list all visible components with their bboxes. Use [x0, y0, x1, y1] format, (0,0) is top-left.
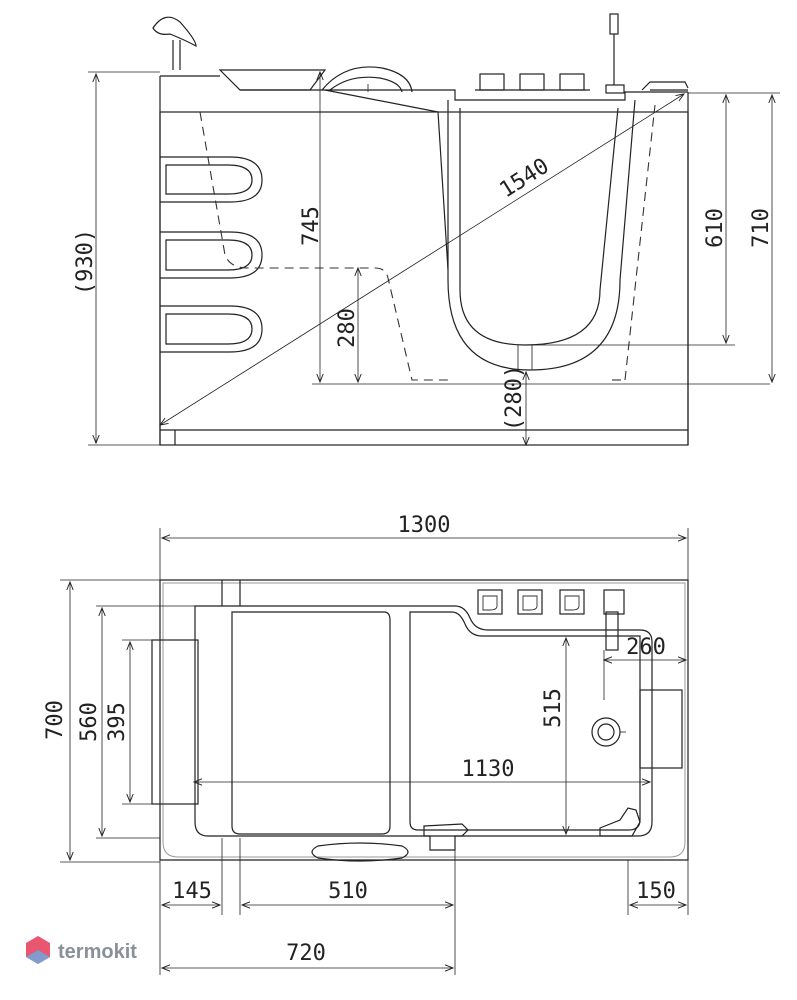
top-view: 1300 700 560 395 515 1130	[43, 513, 689, 975]
dim-text-700: 700	[43, 700, 68, 740]
dim-text-510: 510	[328, 879, 368, 904]
headrest-icon	[152, 16, 197, 70]
dim-text-720: 720	[286, 941, 326, 966]
dim-floor-280: (280)	[502, 365, 527, 445]
drain-icon	[591, 717, 626, 747]
pillow-top	[151, 639, 199, 805]
door-outline	[447, 99, 636, 371]
side-view: (930) 745 280 1540 610 710	[73, 13, 780, 446]
dim-text-280: 280	[335, 308, 360, 348]
dim-bottom: 145 510 150 720	[159, 838, 689, 975]
dim-1130: 1130	[194, 757, 650, 782]
dim-text-745: 745	[299, 206, 324, 246]
dim-diagonal: 1540	[160, 94, 684, 425]
dim-text-150: 150	[636, 879, 676, 904]
dim-text-1540: 1540	[495, 154, 553, 203]
dim-text-710: 710	[749, 208, 774, 248]
top-tub-outline	[159, 579, 689, 861]
dim-text-1300: 1300	[398, 513, 451, 538]
dim-515: 515	[541, 638, 566, 834]
dim-text-floor-280: (280)	[502, 365, 527, 431]
dim-745: 745	[299, 72, 324, 382]
door-latches	[423, 807, 641, 837]
front-handle-icon	[311, 842, 409, 862]
shower-head-icon	[605, 13, 625, 94]
spout-icon	[641, 81, 689, 91]
dim-overall-height: (930)	[73, 71, 160, 446]
interior-hidden-lines	[199, 104, 656, 381]
dim-text-260: 260	[626, 635, 666, 660]
dim-text-610: 610	[703, 208, 728, 248]
dim-widths: 700 560 395	[43, 579, 195, 863]
faucet-knobs	[475, 73, 590, 91]
side-tub-body	[159, 69, 689, 446]
top-knobs	[477, 589, 625, 651]
dim-text-145: 145	[172, 879, 212, 904]
logo-text: termokit	[58, 941, 137, 963]
dim-260: 260	[604, 635, 686, 700]
control-panel	[639, 689, 683, 769]
dim-text-515: 515	[541, 688, 566, 728]
dim-1300: 1300	[159, 513, 689, 580]
dim-text-395: 395	[105, 702, 130, 742]
hand-grips	[160, 156, 263, 353]
dim-text-1130: 1130	[462, 757, 515, 782]
dim-right: 610 710	[520, 92, 780, 382]
dim-text-560: 560	[77, 702, 102, 742]
dim-text-930: (930)	[73, 229, 98, 295]
termokit-logo: termokit	[26, 936, 137, 964]
grab-handle-icon	[321, 66, 413, 93]
